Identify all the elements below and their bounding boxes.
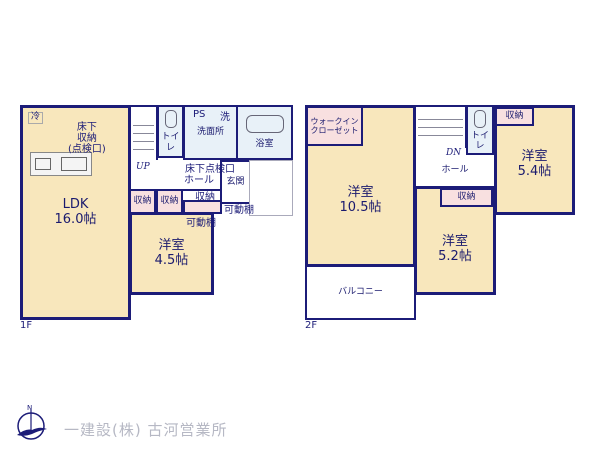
ldk-size: 16.0帖 — [54, 211, 97, 227]
toilet-label: トイレ — [161, 132, 180, 153]
room-size: 10.5帖 — [339, 200, 382, 215]
compass-n: N — [27, 404, 32, 412]
room-name: 洋室 — [158, 237, 185, 253]
kitchen-counter — [30, 152, 92, 176]
underfloor-storage-label: 床下 収納 (点検口) — [68, 122, 106, 155]
room-size: 4.5帖 — [154, 252, 189, 268]
room-name: 洋室 — [521, 149, 548, 165]
storage-label: 収納 — [505, 111, 524, 122]
storage-label: 収納 — [160, 196, 179, 207]
stairs-down-label: DN — [446, 148, 462, 158]
storage-1: 収納 — [129, 189, 156, 214]
fridge-label: 冷 — [28, 112, 44, 124]
storage-5-2: 収納 — [440, 188, 493, 207]
walk-in-closet-label: ウォークイン クローゼット — [310, 116, 359, 135]
floor-1-label: 1F — [20, 320, 33, 331]
ldk-name: LDK — [62, 196, 89, 212]
ldk-room: LDK 16.0帖 — [20, 105, 131, 320]
storage-label: 収納 — [133, 196, 152, 207]
entrance-label: 玄関 — [226, 176, 245, 187]
western-room-4-5: 洋室 4.5帖 — [129, 212, 214, 295]
hall-label: ホール — [184, 175, 214, 186]
walk-in-closet: ウォークイン クローゼット — [306, 106, 363, 146]
entrance: 玄関 — [220, 160, 251, 204]
hall-1f — [129, 160, 222, 191]
hall-hatch-label: 床下点検口 — [185, 164, 235, 175]
hall-label: ホール — [441, 164, 469, 175]
stairs-up-label: UP — [136, 162, 150, 172]
company-name: 一建設(株) 古河営業所 — [64, 421, 228, 439]
toilet-2f: トイレ — [466, 105, 494, 155]
bath-label: 浴室 — [255, 139, 274, 150]
room-name: 洋室 — [441, 233, 468, 249]
porch — [249, 160, 293, 216]
toilet-icon — [164, 110, 177, 129]
stairs-2f — [414, 105, 467, 150]
balcony: バルコニー — [305, 265, 416, 320]
sink-icon — [61, 157, 87, 171]
stove-icon — [35, 158, 51, 170]
balcony-label: バルコニー — [338, 287, 383, 298]
compass-logo-icon: N — [17, 404, 47, 440]
toilet-1f: トイレ — [157, 105, 184, 158]
room-name: 洋室 — [347, 185, 374, 201]
toilet-label: トイレ — [470, 131, 489, 152]
washroom-label: 洗面所 — [196, 127, 224, 138]
storage-label: 収納 — [457, 192, 476, 203]
floor-2-label: 2F — [305, 320, 318, 331]
bathtub-icon — [245, 115, 284, 134]
toilet-icon — [474, 110, 486, 128]
room-size: 5.2帖 — [438, 248, 472, 264]
storage-5-4: 収納 — [495, 107, 534, 126]
room-size: 5.4帖 — [517, 164, 552, 179]
stairs-1f — [129, 105, 158, 162]
shelf-label-entrance: 可動棚 — [224, 205, 254, 216]
ps-label: PS — [193, 109, 206, 120]
storage-3-label: 収納 — [195, 192, 215, 203]
bathroom: 浴室 — [236, 105, 293, 160]
shelf-label-room: 可動棚 — [186, 218, 216, 229]
washer-label: 洗 — [220, 112, 230, 123]
storage-2: 収納 — [156, 189, 183, 214]
